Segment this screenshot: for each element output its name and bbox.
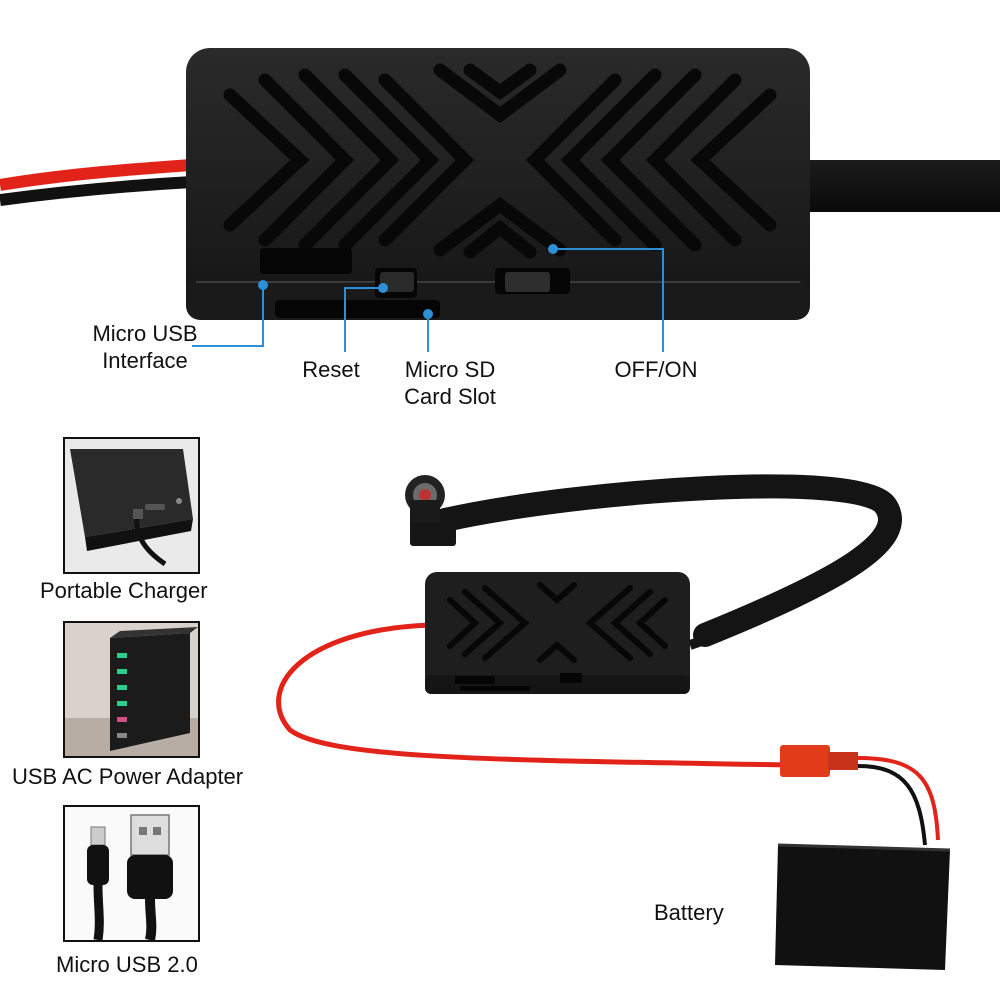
micro-usb-cable-icon (65, 807, 198, 940)
portable-charger-label: Portable Charger (40, 578, 208, 603)
reset-button (380, 272, 414, 292)
off-on-label: OFF/ON (614, 357, 698, 382)
usb-ac-power-adapter-thumb (63, 621, 200, 758)
usb-ac-power-adapter-icon (65, 623, 198, 756)
micro-sd-slot (275, 300, 440, 318)
micro-usb-port (260, 248, 352, 274)
micro-usb-cable-label: Micro USB 2.0 (56, 952, 198, 977)
portable-charger-icon (65, 439, 198, 572)
micro-sd-card-slot-label: Micro SD Card Slot (404, 357, 496, 409)
micro-usb-interface-label: Micro USB Interface (92, 321, 198, 373)
module-closeup (0, 48, 1000, 352)
pinhole-camera-lens (405, 475, 456, 546)
battery-pack (775, 845, 950, 970)
micro-usb-cable-thumb (63, 805, 200, 942)
portable-charger-thumb (63, 437, 200, 574)
battery-label: Battery (654, 900, 724, 925)
usb-ac-power-adapter-label: USB AC Power Adapter (12, 764, 244, 789)
off-on-switch (505, 272, 550, 292)
camera-assembly (276, 474, 951, 970)
reset-label: Reset (302, 357, 360, 382)
